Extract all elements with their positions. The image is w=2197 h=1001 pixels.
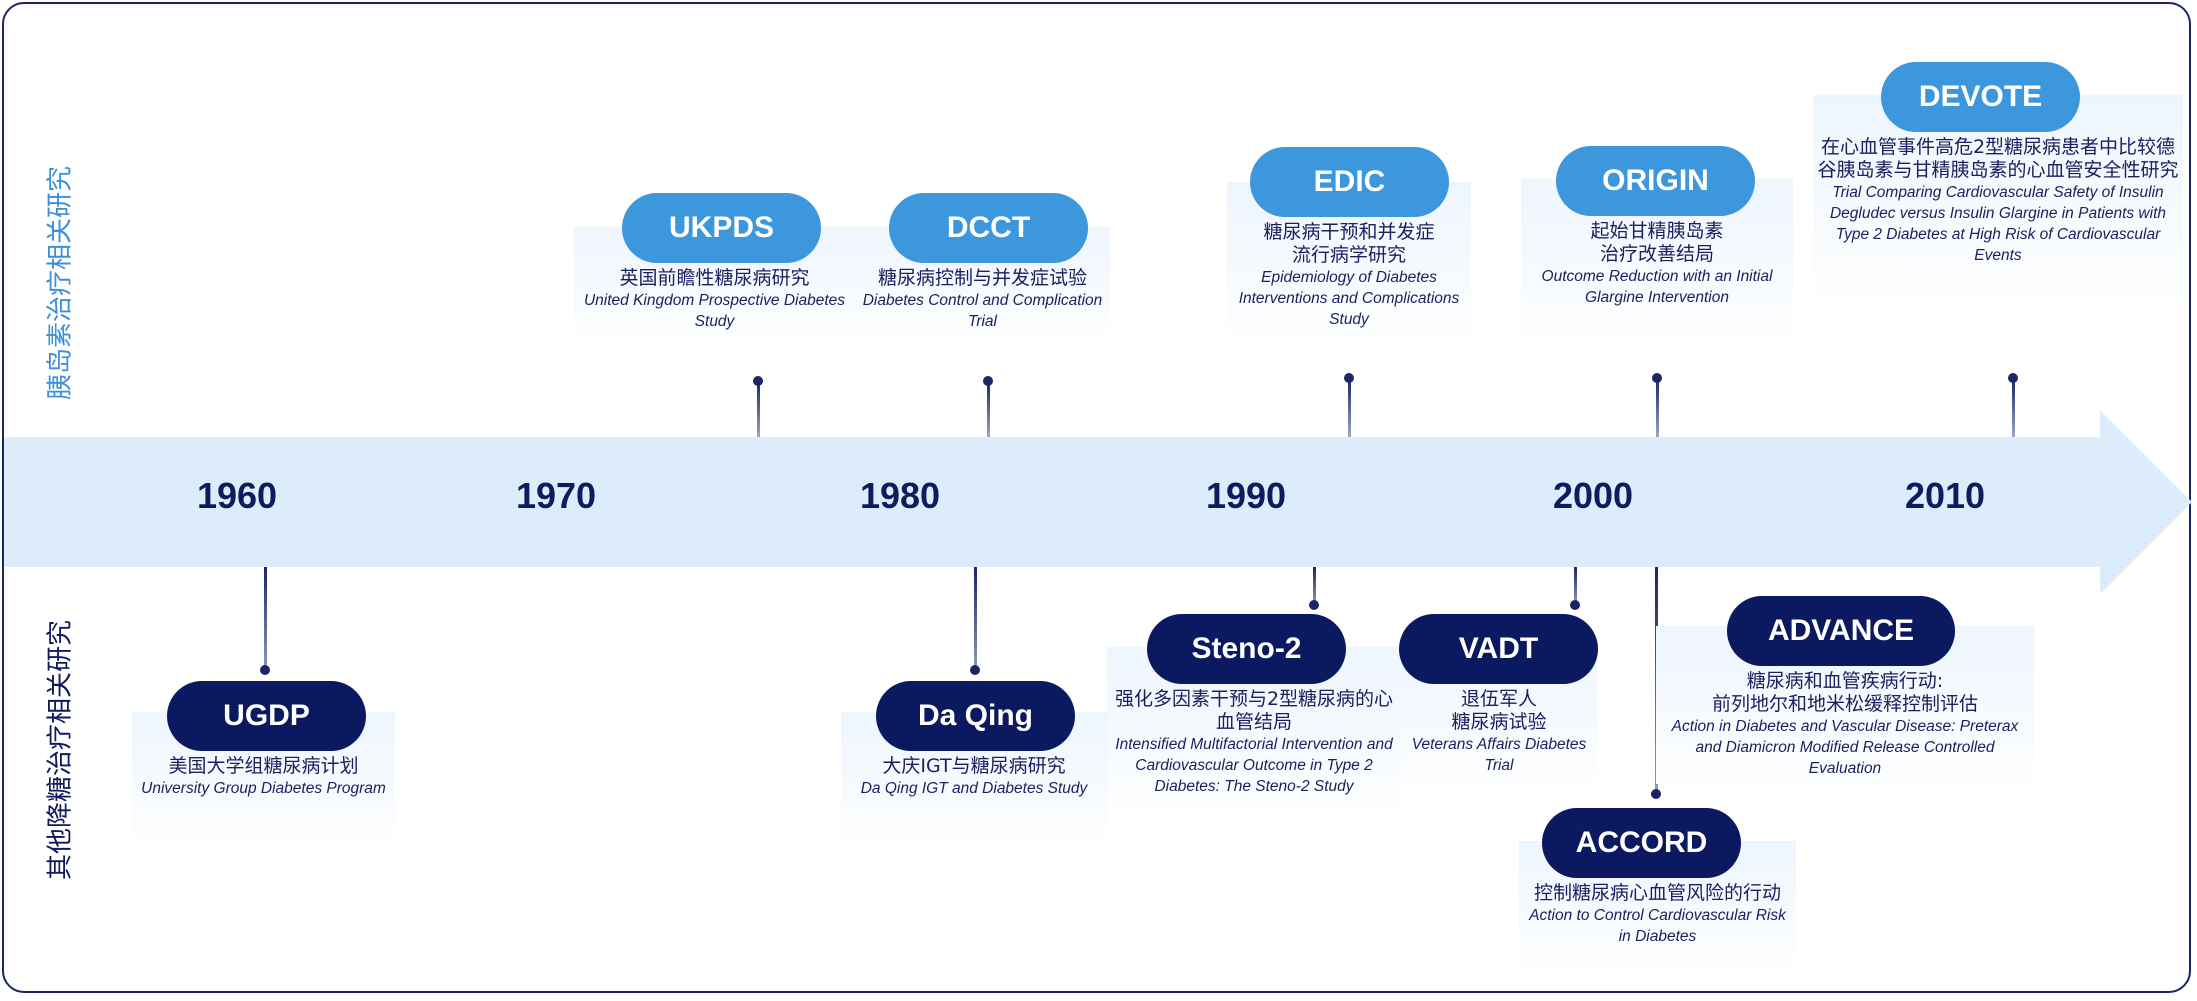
advance-study-pill: ADVANCE: [1727, 596, 1955, 666]
edic-connector-dot: [1344, 373, 1354, 383]
year-1980: 1980: [859, 475, 941, 516]
dcct-connector-dot: [983, 376, 993, 386]
dcct-english-name: Diabetes Control and Complication Trial: [862, 292, 1103, 330]
advance-english-name: Action in Diabetes and Vascular Disease:…: [1671, 718, 2019, 777]
steno2-connector-line: [1313, 567, 1316, 605]
insulin-studies-label: 胰岛素治疗相关研究: [45, 165, 76, 401]
year-2000: 2000: [1552, 475, 1634, 516]
ugdp-connector-line: [264, 567, 267, 670]
ugdp-english-name: University Group Diabetes Program: [141, 780, 386, 797]
daqing-english-name: Da Qing IGT and Diabetes Study: [860, 780, 1088, 797]
edic-study-pill: EDIC: [1250, 147, 1449, 217]
daqing-study-pill: Da Qing: [876, 681, 1075, 751]
devote-chinese-name: 在心血管事件高危2型糖尿病患者中比较德谷胰岛素与甘精胰岛素的心血管安全性研究: [1817, 136, 2179, 181]
steno2-chinese-name: 强化多因素干预与2型糖尿病的心血管结局: [1114, 688, 1394, 733]
origin-chinese-name: 起始甘精胰岛素治疗改善结局: [1590, 220, 1724, 265]
vadt-connector-dot: [1570, 600, 1580, 610]
ugdp-study-pill: UGDP: [167, 681, 366, 751]
ukpds-connector-dot: [753, 376, 763, 386]
steno2-connector-dot: [1309, 600, 1319, 610]
origin-english-name: Outcome Reduction with an Initial Glargi…: [1541, 268, 1773, 306]
devote-english-name: Trial Comparing Cardiovascular Safety of…: [1829, 184, 2166, 264]
edic-connector-line: [1348, 378, 1351, 437]
origin-connector-line: [1656, 378, 1659, 437]
ukpds-chinese-name: 英国前瞻性糖尿病研究: [619, 267, 810, 289]
devote-study-pill: DEVOTE: [1881, 62, 2080, 132]
edic-english-name: Epidemiology of Diabetes Interventions a…: [1238, 269, 1460, 328]
vadt-connector-line: [1574, 567, 1577, 605]
year-1960: 1960: [196, 475, 278, 516]
timeline-arrow-head: [2100, 410, 2192, 594]
accord-connector-dot: [1651, 789, 1661, 799]
ugdp-connector-dot: [260, 665, 270, 675]
edic-chinese-name: 糖尿病干预和并发症流行病学研究: [1263, 221, 1435, 266]
year-1990: 1990: [1205, 475, 1287, 516]
other-studies-label: 其他降糖治疗相关研究: [45, 619, 76, 881]
daqing-connector-line: [974, 567, 977, 670]
ugdp-chinese-name: 美国大学组糖尿病计划: [168, 755, 359, 777]
timeline-arrow-shaft: [4, 437, 2104, 567]
origin-connector-dot: [1652, 373, 1662, 383]
dcct-description: 糖尿病控制与并发症试验 Diabetes Control and Complica…: [855, 227, 1110, 337]
vadt-study-pill: VADT: [1399, 614, 1598, 684]
dcct-study-pill: DCCT: [889, 193, 1088, 263]
daqing-connector-dot: [970, 665, 980, 675]
devote-connector-line: [2012, 378, 2015, 437]
devote-connector-dot: [2008, 373, 2018, 383]
year-2010: 2010: [1904, 475, 1986, 516]
daqing-chinese-name: 大庆IGT与糖尿病研究: [882, 755, 1066, 777]
dcct-connector-line: [987, 381, 990, 437]
advance-chinese-name: 糖尿病和血管疾病行动:前列地尔和地米松缓释控制评估: [1711, 670, 1978, 715]
steno2-english-name: Intensified Multifactorial Intervention …: [1115, 736, 1393, 795]
ukpds-connector-line: [757, 381, 760, 437]
year-1970: 1970: [515, 475, 597, 516]
vadt-chinese-name: 退伍军人糖尿病试验: [1451, 688, 1547, 733]
dcct-chinese-name: 糖尿病控制与并发症试验: [877, 267, 1087, 289]
accord-english-name: Action to Control Cardiovascular Risk in…: [1529, 907, 1786, 945]
steno2-study-pill: Steno-2: [1147, 614, 1346, 684]
accord-chinese-name: 控制糖尿病心血管风险的行动: [1533, 882, 1781, 904]
accord-study-pill: ACCORD: [1542, 808, 1741, 878]
ukpds-study-pill: UKPDS: [622, 193, 821, 263]
ukpds-english-name: United Kingdom Prospective Diabetes Stud…: [583, 292, 846, 330]
vadt-english-name: Veterans Affairs Diabetes Trial: [1411, 736, 1587, 774]
origin-study-pill: ORIGIN: [1556, 146, 1755, 216]
